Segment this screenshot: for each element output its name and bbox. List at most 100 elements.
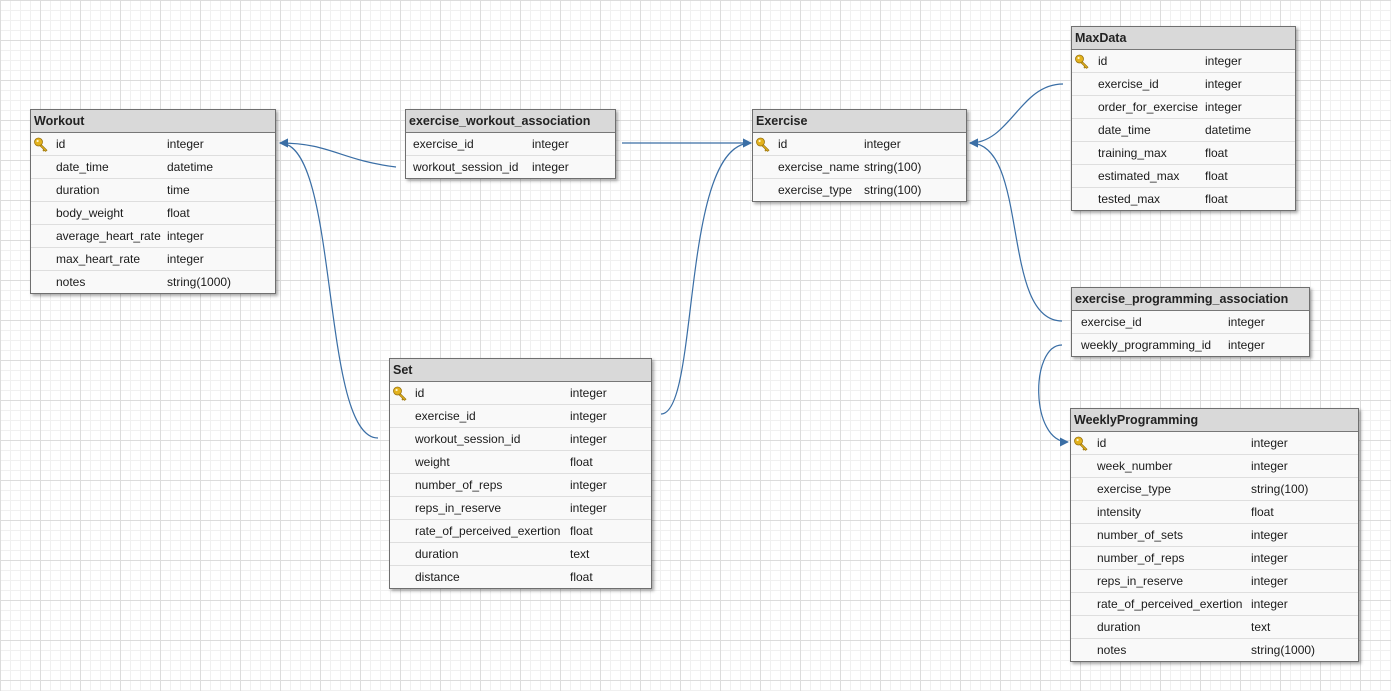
column-name: exercise_type [778, 183, 853, 197]
column-type: integer [1228, 315, 1265, 329]
column-type: float [167, 206, 190, 220]
connector-programming-assoc-to-exercise[interactable] [969, 138, 1063, 322]
column-name: id [1098, 54, 1108, 68]
column-row-intensity[interactable]: intensity float [1071, 501, 1358, 524]
column-type: integer [864, 137, 901, 151]
connector-programming-assoc-to-weekly[interactable] [1038, 344, 1069, 447]
column-name: duration [415, 547, 459, 561]
column-name: reps_in_reserve [415, 501, 502, 515]
entity-title: WeeklyProgramming [1071, 409, 1358, 432]
column-type: integer [570, 386, 607, 400]
column-name: number_of_reps [415, 478, 503, 492]
column-type: integer [1251, 597, 1288, 611]
column-name: workout_session_id [415, 432, 521, 446]
primary-key-icon [33, 136, 49, 152]
column-row-max-heart-rate[interactable]: max_heart_rate integer [31, 248, 275, 271]
column-name: average_heart_rate [56, 229, 161, 243]
column-name: body_weight [56, 206, 124, 220]
column-row-date-time[interactable]: date_time datetime [31, 156, 275, 179]
column-row-exercise-id[interactable]: exercise_id integer [390, 405, 651, 428]
column-name: date_time [56, 160, 109, 174]
column-type: float [1251, 505, 1274, 519]
column-type: integer [1205, 100, 1242, 114]
column-row-id[interactable]: id integer [31, 133, 275, 156]
column-row-number-of-reps[interactable]: number_of_reps integer [390, 474, 651, 497]
column-name: number_of_sets [1097, 528, 1184, 542]
column-type: integer [570, 478, 607, 492]
column-row-average-heart-rate[interactable]: average_heart_rate integer [31, 225, 275, 248]
primary-key-icon [392, 385, 408, 401]
column-name: workout_session_id [413, 160, 519, 174]
column-name: id [56, 137, 66, 151]
entity-title: Set [390, 359, 651, 382]
column-type: time [167, 183, 190, 197]
column-type: string(100) [864, 160, 922, 174]
connector-set-to-exercise[interactable] [660, 138, 752, 415]
column-name: weekly_programming_id [1081, 338, 1212, 352]
column-type: integer [570, 409, 607, 423]
column-row-reps-in-reserve[interactable]: reps_in_reserve integer [390, 497, 651, 520]
column-type: integer [1251, 551, 1288, 565]
connector-set-to-workout[interactable] [279, 138, 379, 439]
connector-maxdata-to-exercise[interactable] [969, 83, 1064, 148]
column-name: intensity [1097, 505, 1142, 519]
column-row-body-weight[interactable]: body_weight float [31, 202, 275, 225]
entity-title: exercise_workout_association [406, 110, 615, 133]
column-type: datetime [1205, 123, 1252, 137]
connector-association-to-workout[interactable] [279, 138, 397, 168]
column-row-number-of-sets[interactable]: number_of_sets integer [1071, 524, 1358, 547]
column-type: integer [1251, 459, 1288, 473]
column-name: exercise_id [415, 409, 476, 423]
column-name: max_heart_rate [56, 252, 141, 266]
column-row-id[interactable]: id integer [390, 382, 651, 405]
column-type: integer [570, 501, 607, 515]
column-name: id [415, 386, 425, 400]
column-type: float [1205, 169, 1228, 183]
column-type: integer [1251, 528, 1288, 542]
column-name: exercise_type [1097, 482, 1172, 496]
column-type: integer [167, 137, 204, 151]
column-name: rate_of_perceived_exertion [415, 524, 561, 538]
column-type: integer [167, 252, 204, 266]
column-type: integer [167, 229, 204, 243]
column-type: float [570, 455, 593, 469]
entity-title: Exercise [753, 110, 966, 133]
column-type: datetime [167, 160, 214, 174]
